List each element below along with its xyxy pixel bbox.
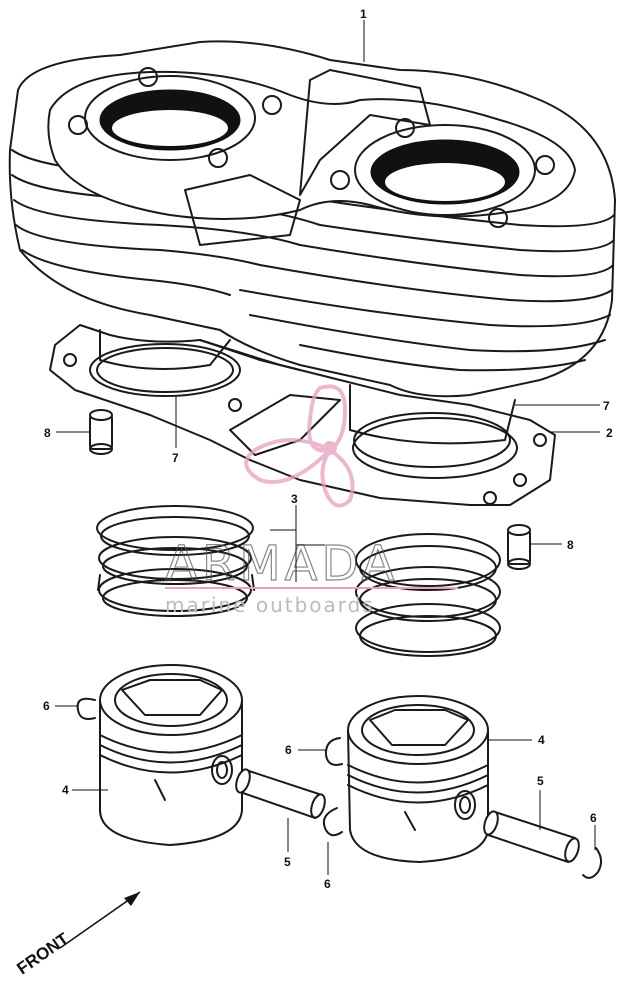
piston-pin-left — [235, 768, 326, 820]
callout-8-dowel-right: 8 — [567, 538, 574, 552]
dowel-pin-right — [507, 524, 531, 570]
callout-6-clip-2: 6 — [285, 743, 292, 757]
callout-7-oring-left: 7 — [172, 451, 179, 465]
callout-6-clip-3: 6 — [324, 877, 331, 891]
watermark-tagline: marine outboards — [165, 593, 375, 617]
callout-3-piston-rings: 3 — [291, 492, 298, 506]
watermark-brand: ARMADA — [165, 536, 398, 592]
front-label: FRONT — [13, 929, 72, 978]
dowel-pin-left — [89, 409, 113, 455]
piston-pin-right — [483, 810, 580, 864]
callout-7-oring-right: 7 — [603, 399, 610, 413]
cylinder-block — [8, 40, 617, 445]
circlip-2 — [324, 737, 343, 766]
circlip-4 — [582, 847, 602, 879]
o-ring-left — [96, 347, 234, 393]
callout-6-clip-1: 6 — [43, 699, 50, 713]
callout-4-piston-right: 4 — [538, 733, 545, 747]
callout-4-piston-left: 4 — [62, 783, 69, 797]
callout-8-dowel-left: 8 — [44, 426, 51, 440]
circlip-1 — [76, 697, 96, 720]
leader-lines — [55, 20, 600, 875]
callout-1-cylinder: 1 — [360, 7, 367, 21]
piston-left — [99, 664, 243, 847]
callout-6-clip-4: 6 — [590, 811, 597, 825]
piston-ring-set-right — [355, 533, 501, 657]
callout-2-base-gasket: 2 — [606, 426, 613, 440]
watermark-logo — [244, 384, 355, 508]
piston-ring-set-left — [96, 505, 255, 617]
front-arrow — [59, 891, 141, 949]
callout-5-pin-right: 5 — [537, 774, 544, 788]
o-ring-right — [353, 412, 511, 468]
cylinder-base-gasket — [49, 324, 556, 506]
callout-5-pin-left: 5 — [284, 855, 291, 869]
circlip-3 — [322, 807, 343, 837]
piston-right — [347, 695, 489, 864]
